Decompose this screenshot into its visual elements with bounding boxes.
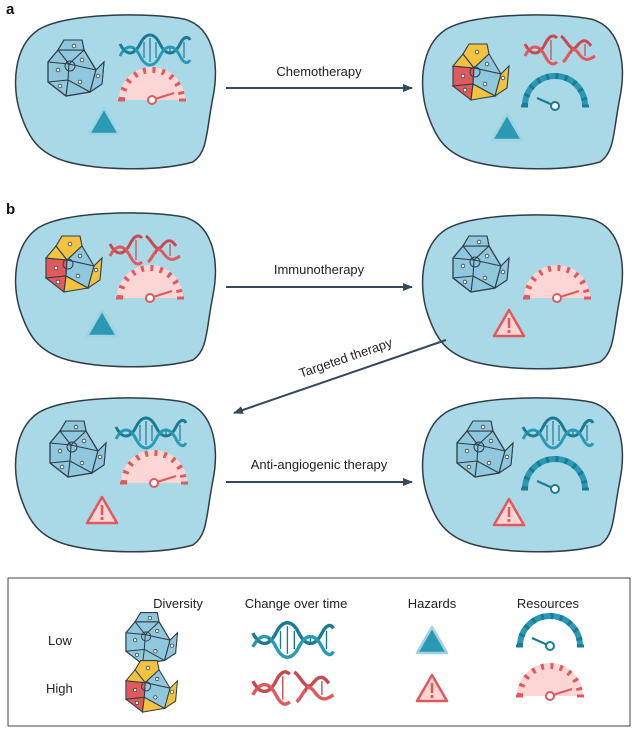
legend-header-diversity: Diversity (153, 596, 203, 611)
legend-header-change: Change over time (245, 596, 348, 611)
tumour-blob-b-after-anti-angiogenic (421, 397, 624, 553)
label-chemotherapy: Chemotherapy (276, 64, 362, 79)
label-anti-angiogenic-therapy: Anti-angiogenic therapy (251, 457, 388, 472)
tumour-blob-a-after (421, 14, 624, 170)
tumour-blob-b-after-immunotherapy (421, 214, 624, 370)
legend-header-hazards: Hazards (408, 596, 457, 611)
tumour-blob-a-before (14, 14, 217, 170)
legend-header-resources: Resources (517, 596, 580, 611)
tumour-blob-b-after-targeted (14, 397, 217, 553)
arrow-targeted-therapy (233, 339, 447, 414)
legend-row-high: High (46, 681, 73, 696)
tumour-blob-b-start (14, 212, 217, 368)
label-immunotherapy: Immunotherapy (274, 262, 365, 277)
panel-label-a: a (6, 1, 15, 18)
legend-row-low: Low (48, 633, 72, 648)
legend-frame (7, 577, 631, 727)
legend: Diversity Change over time Hazards Resou… (7, 577, 631, 727)
panel-label-b: b (6, 201, 15, 218)
